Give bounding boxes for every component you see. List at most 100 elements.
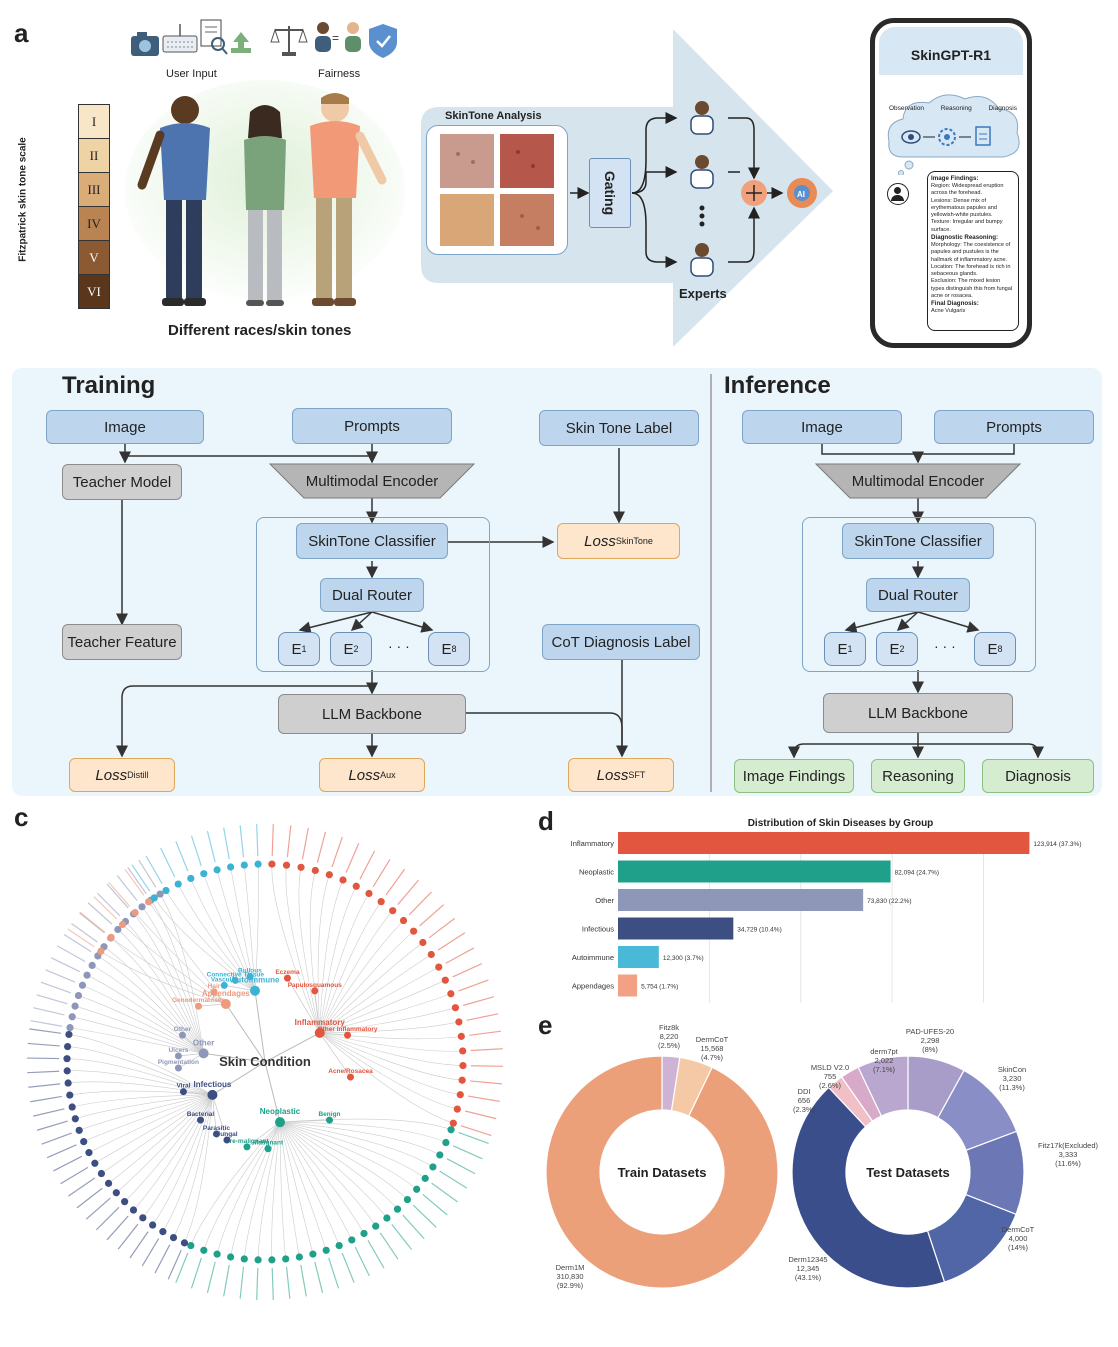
tree-leaf-edge — [244, 865, 256, 991]
tree-leaf-label-mark — [286, 825, 292, 858]
tree-leaf-edge — [319, 1021, 459, 1034]
tree-leaf-edge — [319, 901, 382, 1033]
tree-leaf-edge — [319, 1032, 461, 1096]
report-line: Region: Widespread eruption across the f… — [931, 183, 1004, 197]
tree-leaf-label-mark — [256, 1267, 259, 1300]
training-prompts-box: Prompts — [292, 408, 452, 444]
tree-group-node — [207, 1089, 218, 1100]
tree-leaf-edge — [177, 883, 256, 991]
tree-leaf-node — [114, 925, 122, 934]
tree-leaf-label-mark — [175, 1252, 189, 1283]
tree-leaf-label-mark — [446, 1158, 476, 1175]
tree-leaf-label-mark — [46, 1144, 77, 1159]
tree-leaf-node — [447, 990, 455, 998]
tree-leaf-node — [399, 916, 408, 925]
tree-leaf-node — [456, 1091, 464, 1099]
output-reasoning: Reasoning — [871, 759, 965, 793]
tree-edge — [319, 1032, 351, 1078]
tree-leaf-edge — [108, 1094, 213, 1184]
tree-leaf-label-mark — [106, 1215, 129, 1241]
tree-leaf-node — [121, 1198, 129, 1206]
tree-group-label: Infectious — [194, 1080, 232, 1089]
donut-slice — [857, 1055, 909, 1117]
report-heading: Diagnostic Reasoning: — [931, 233, 999, 241]
tree-edge — [224, 984, 256, 992]
tree-leaf-edge — [319, 893, 370, 1033]
person-dark-skin — [137, 96, 210, 306]
tree-leaf-node — [447, 1126, 455, 1134]
tree-subgroup-label: Connective Tissue — [207, 971, 265, 978]
tree-leaf-label-mark — [314, 1261, 324, 1294]
phone-steps-cloud — [887, 94, 1020, 175]
tree-leaf-label-mark — [33, 1007, 65, 1016]
races-caption: Different races/skin tones — [168, 322, 352, 339]
tree-leaf-node — [85, 1149, 93, 1157]
tree-leaf-edge — [257, 1122, 281, 1260]
tree-subgroup-node — [174, 1052, 182, 1060]
tree-subgroup-node — [326, 1116, 334, 1124]
bar-chart-title: Distribution of Skin Diseases by Group — [748, 818, 934, 829]
tree-leaf-edge — [279, 1121, 434, 1168]
tree-subgroup-node — [212, 1130, 220, 1138]
tree-subgroup-label: Hair — [208, 983, 221, 990]
tree-leaf-label-mark — [397, 879, 419, 905]
tree-leaf-edge — [279, 1122, 327, 1251]
skin-samples — [440, 134, 554, 246]
inference-skintone-classifier: SkinTone Classifier — [842, 523, 994, 559]
tree-leaf-node — [372, 1222, 380, 1230]
tree-leaf-node — [282, 1255, 290, 1263]
tree-leaf-edge — [319, 1007, 456, 1034]
gear-icon — [938, 128, 956, 146]
tree-subgroup-node — [220, 981, 228, 989]
tree-subgroup-node — [178, 1031, 186, 1039]
tree-leaf-node — [413, 1185, 421, 1193]
tree-leaf-node — [365, 889, 373, 898]
tree-leaf-label-mark — [56, 945, 86, 963]
tree-leaf-edge — [117, 929, 204, 1054]
inference-llm-backbone: LLM Backbone — [823, 693, 1013, 733]
tree-leaf-node — [145, 898, 153, 906]
tree-leaf-edge — [101, 1094, 213, 1174]
tree-subgroup-node — [179, 1088, 187, 1096]
fitzpatrick-level-6: VI — [78, 274, 110, 309]
phone-header — [879, 27, 1023, 75]
tree-leaf-label-mark — [359, 850, 376, 880]
tree-leaf-label-mark — [190, 835, 202, 867]
tree-leaf-label-mark — [36, 994, 68, 1005]
tree-leaf-node — [200, 1246, 208, 1254]
tree-subgroup-label: Vascular — [211, 976, 238, 983]
tree-leaf-label-mark — [40, 981, 72, 994]
tree-subgroup-label: Parasitic — [203, 1125, 230, 1132]
tree-leaf-label-mark — [223, 827, 230, 860]
fitzpatrick-level-3: III — [78, 172, 110, 207]
tree-leaf-label-mark — [154, 1244, 171, 1274]
clipboard-icon — [975, 126, 991, 146]
tree-leaf-node — [200, 870, 208, 878]
tree-leaf-node — [441, 976, 449, 984]
tree-leaf-node — [295, 1253, 303, 1261]
tree-leaf-label-mark — [223, 1264, 230, 1297]
fitzpatrick-level-5: V — [78, 240, 110, 275]
tree-leaf-edge — [279, 1122, 286, 1259]
tree-leaf-label-mark — [470, 1080, 503, 1085]
tree-group-node — [198, 1048, 209, 1059]
tree-leaf-edge — [244, 1122, 281, 1259]
tree-leaf-label-mark — [372, 859, 391, 888]
inference-image-box: Image — [742, 410, 902, 444]
tree-leaf-node — [459, 1047, 467, 1055]
tree-leaf-node — [309, 1250, 317, 1258]
tree-leaf-label-mark — [462, 996, 495, 1007]
tree-edge — [246, 1121, 281, 1148]
fitzpatrick-level-4: IV — [78, 206, 110, 241]
tree-leaf-label-mark — [239, 825, 245, 858]
training-skintone-classifier: SkinTone Classifier — [296, 523, 448, 559]
tree-leaf-label-mark — [402, 1214, 425, 1240]
tree-leaf-edge — [79, 1094, 213, 1131]
tree-subgroup-label: Viral — [176, 1083, 190, 1090]
tree-leaf-label-mark — [316, 831, 327, 863]
tree-leaf-label-mark — [36, 1120, 68, 1131]
tree-leaf-edge — [116, 1094, 213, 1193]
